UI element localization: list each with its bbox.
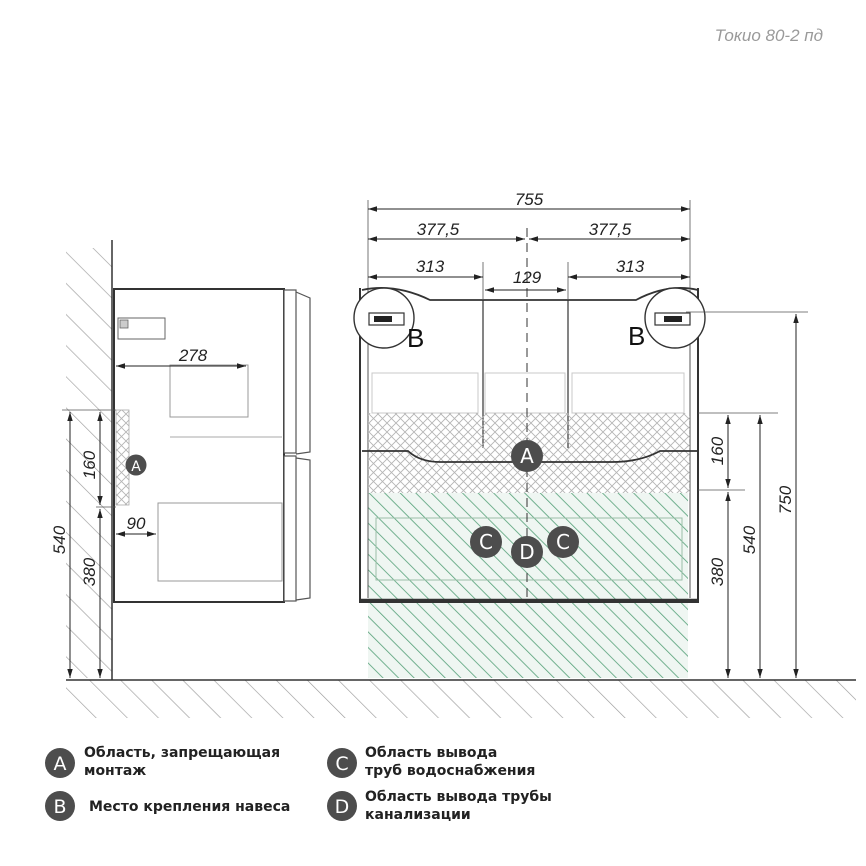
- front-badge-a-label: A: [520, 444, 534, 468]
- side-badge-a-label: A: [131, 459, 141, 475]
- side-view: A 278 90 160 380 540: [50, 240, 856, 718]
- front-drawer-right: [571, 372, 685, 414]
- legend-text-c-line1: Область вывода: [365, 745, 497, 761]
- front-badge-c-left-label: C: [479, 530, 493, 554]
- front-hinge-left-label: B: [407, 323, 424, 353]
- dim-front-160-label: 160: [708, 436, 727, 465]
- side-drawer-bottom: [157, 502, 283, 582]
- dim-side-540-label: 540: [50, 525, 69, 554]
- side-badge-a: [125, 454, 147, 476]
- legend-badge-a: [45, 748, 75, 778]
- legend-badge-b-label: B: [53, 796, 66, 818]
- front-drain-zone: [368, 493, 688, 678]
- legend: A Область, запрещающая монтаж C Область …: [45, 745, 552, 823]
- front-badge-d-label: D: [519, 540, 534, 564]
- front-drain-zone-tint: [368, 493, 688, 678]
- front-view: B B A C C D 755 377,5 377,5 313 129 313: [353, 190, 808, 678]
- front-lower-drawer: [375, 517, 683, 581]
- legend-badge-c-label: C: [335, 753, 348, 775]
- dim-755-label: 755: [515, 190, 544, 209]
- dim-377-left-label: 377,5: [417, 220, 460, 239]
- front-drawer-left: [371, 372, 479, 414]
- dim-313-left-label: 313: [416, 257, 445, 276]
- front-badge-d: [511, 536, 543, 568]
- dim-front-750-label: 750: [776, 485, 795, 514]
- side-hinge-clip: [119, 319, 129, 329]
- legend-badge-c: [327, 748, 357, 778]
- front-badge-c-left: [470, 526, 502, 558]
- floor-hatch: [66, 680, 856, 718]
- side-front-top: [283, 289, 297, 454]
- legend-badge-b: [45, 791, 75, 821]
- legend-badge-d: [327, 791, 357, 821]
- legend-badge-a-label: A: [54, 753, 67, 775]
- legend-text-d-line2: канализации: [365, 807, 471, 823]
- dim-side-380-label: 380: [80, 557, 99, 586]
- legend-text-a-line2: монтаж: [84, 763, 146, 779]
- front-hinge-right-label: B: [628, 321, 645, 351]
- legend-text-b-line1: Место крепления навеса: [89, 799, 290, 815]
- front-hinge-left-clip: [374, 316, 392, 322]
- side-forbidden-zone: [115, 409, 130, 506]
- front-badge-c-right-label: C: [556, 530, 570, 554]
- legend-badge-d-label: D: [335, 796, 350, 818]
- legend-text-c-line2: труб водоснабжения: [365, 763, 535, 779]
- front-hinge-right-clip: [664, 316, 682, 322]
- front-cabinet-body: [359, 288, 699, 603]
- side-front-bottom: [283, 455, 297, 602]
- side-hinge-piece: [117, 317, 166, 340]
- dim-278-label: 278: [178, 346, 208, 365]
- legend-text-d-line1: Область вывода трубы: [365, 789, 552, 805]
- legend-text-a-line1: Область, запрещающая: [84, 745, 280, 761]
- front-badge-a: [511, 440, 543, 472]
- dim-90-label: 90: [127, 514, 146, 533]
- drawing-title: Токио 80-2 пд: [715, 26, 823, 45]
- dim-front-380-label: 380: [708, 557, 727, 586]
- dim-313-right-label: 313: [616, 257, 645, 276]
- front-drawer-mid: [484, 372, 566, 414]
- front-badge-c-right: [547, 526, 579, 558]
- dim-377-right-label: 377,5: [589, 220, 632, 239]
- side-front-edge: [295, 291, 311, 601]
- dim-side-160-label: 160: [80, 450, 99, 479]
- side-cabinet-body: [113, 288, 285, 603]
- dim-front-540-label: 540: [740, 525, 759, 554]
- dim-129-label: 129: [513, 268, 542, 287]
- wall-hatch: [66, 248, 112, 678]
